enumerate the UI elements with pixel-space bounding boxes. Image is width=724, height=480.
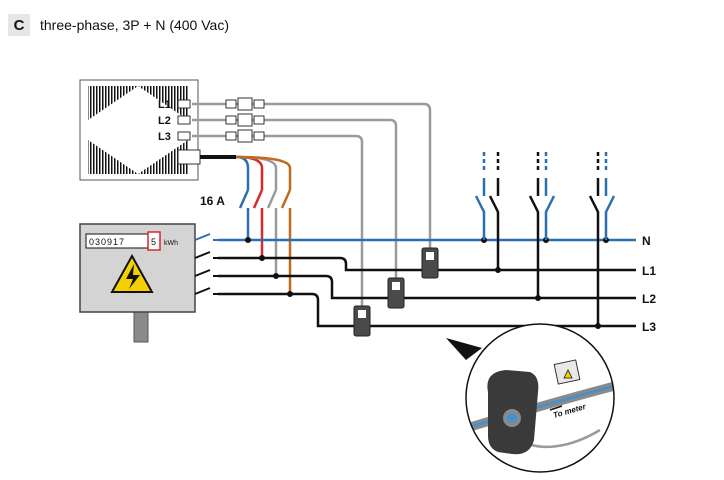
inverter-terminal-l2: L2 — [158, 115, 171, 127]
bus-l1 — [218, 256, 636, 272]
bus-label-l3: L3 — [642, 320, 656, 334]
figure-badge: C — [8, 14, 30, 36]
bus-label-n: N — [642, 234, 651, 248]
meter-cabinet-switches — [194, 233, 218, 295]
inverter-heatsink-top — [88, 86, 138, 120]
ct-signal-cables — [192, 102, 432, 312]
clamp-zoom-inset — [466, 324, 614, 472]
inverter-heatsink-bottom — [88, 140, 138, 174]
meter-reading-last-digit: 5 — [151, 237, 156, 247]
load-branches — [474, 150, 616, 326]
ct-clamp-l1 — [421, 247, 439, 279]
zoom-pointer — [446, 338, 482, 360]
inverter-connectors — [177, 99, 201, 165]
breaker-rating-label: 16 A — [200, 194, 225, 208]
figure-caption: three-phase, 3P + N (400 Vac) — [40, 17, 229, 33]
meter-reading: 030917 — [89, 237, 125, 247]
inverter — [79, 79, 199, 181]
figure-header: C three-phase, 3P + N (400 Vac) — [8, 14, 229, 36]
inverter-ac-cable — [200, 155, 292, 190]
distribution-bus — [218, 238, 636, 328]
meter-unit: kWh — [164, 240, 178, 247]
high-voltage-warning-icon — [110, 253, 154, 293]
breaker-16a — [238, 189, 292, 294]
bus-label-l1: L1 — [642, 264, 656, 278]
inverter-terminal-l3: L3 — [158, 131, 171, 143]
bus-l3 — [218, 292, 636, 328]
ct-clamp-l3 — [353, 305, 371, 337]
bus-l2 — [218, 274, 636, 300]
inverter-terminal-l1: L1 — [158, 99, 171, 111]
ct-cable-connectors — [225, 97, 265, 143]
bus-label-l2: L2 — [642, 292, 656, 306]
ct-clamp-l2 — [387, 277, 405, 309]
